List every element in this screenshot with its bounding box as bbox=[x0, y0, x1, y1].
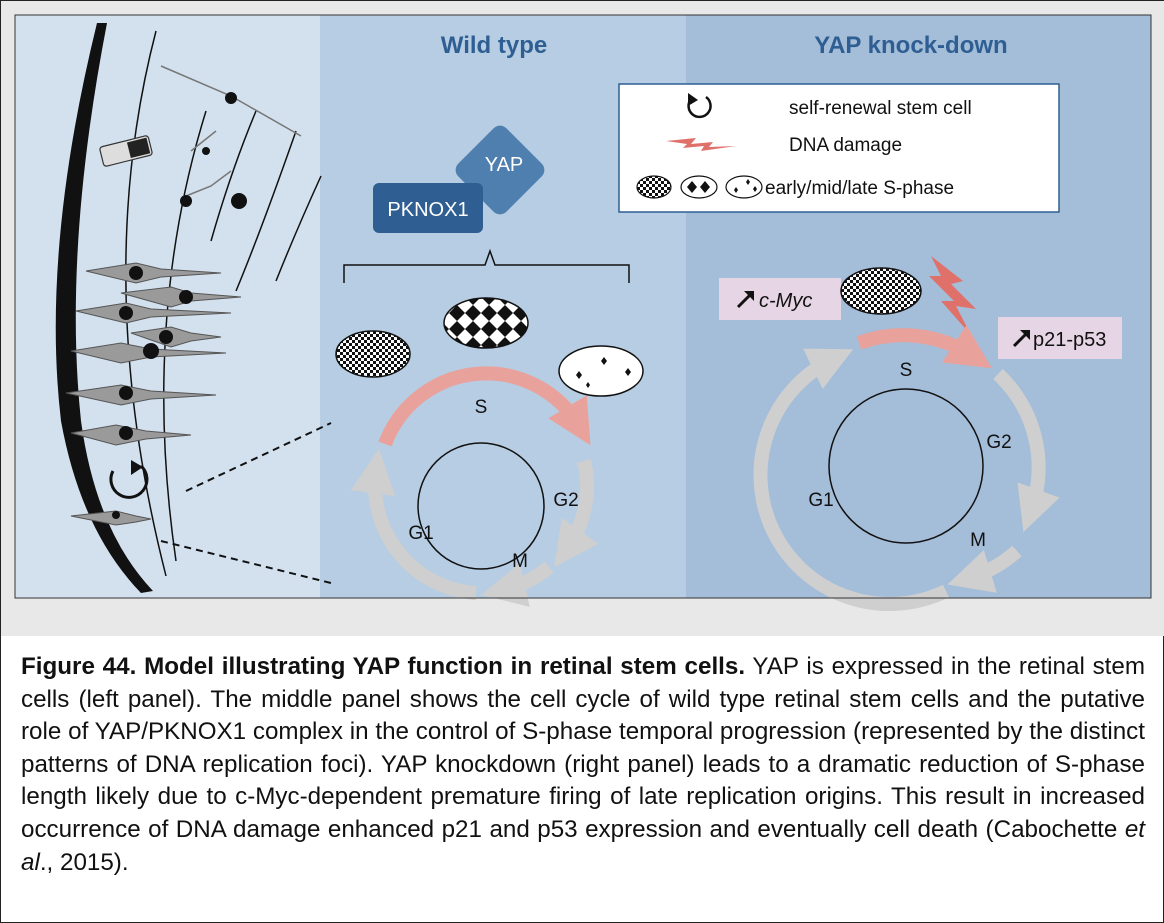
caption-title: Figure 44. Model illustrating YAP functi… bbox=[21, 653, 746, 680]
legend-s-phase: early/mid/late S-phase bbox=[765, 178, 954, 199]
figure-canvas: Wild type YAP PKNOX1 bbox=[14, 14, 1152, 612]
p21-p53-badge: p21-p53 bbox=[998, 317, 1122, 359]
up-arrow-icon-2 bbox=[1012, 332, 1028, 348]
late-s-phase-icon bbox=[725, 175, 763, 199]
kd-dna-damage-icon bbox=[929, 256, 976, 335]
kd-g1-label: G1 bbox=[808, 490, 833, 511]
knockdown-cell-cycle: S G2 M G1 bbox=[753, 325, 1060, 612]
p21-p53-label: p21-p53 bbox=[1033, 329, 1106, 351]
caption-citation-end: ., 2015). bbox=[39, 848, 129, 876]
kd-m-label: M bbox=[970, 530, 986, 551]
figure-caption: Figure 44. Model illustrating YAP functi… bbox=[21, 651, 1145, 879]
early-s-phase-cell bbox=[335, 330, 411, 378]
pknox1-label: PKNOX1 bbox=[387, 199, 468, 221]
knockdown-title: YAP knock-down bbox=[814, 32, 1007, 59]
cmyc-badge: c-Myc bbox=[719, 278, 841, 320]
caption-et-al: et al bbox=[21, 815, 1145, 876]
late-s-phase-cell bbox=[558, 345, 644, 397]
caption-body: YAP is expressed in the retinal stem cel… bbox=[21, 653, 1145, 843]
kd-g2-label: G2 bbox=[986, 432, 1011, 453]
mid-s-phase-icon bbox=[680, 175, 718, 199]
wt-s-label: S bbox=[475, 397, 488, 418]
dna-damage-icon bbox=[666, 138, 736, 151]
wt-m-label: M bbox=[512, 551, 528, 572]
kd-early-s-phase-cell bbox=[840, 267, 922, 315]
wt-g2-label: G2 bbox=[553, 490, 578, 511]
mid-s-phase-cell bbox=[443, 297, 529, 349]
early-s-phase-icon bbox=[636, 175, 672, 199]
wild-type-title: Wild type bbox=[441, 32, 547, 59]
yap-pknox1-complex: YAP PKNOX1 bbox=[373, 125, 545, 233]
legend-box: self-renewal stem cell DNA damage early/… bbox=[618, 83, 1060, 213]
up-arrow-icon bbox=[736, 293, 752, 309]
legend-self-renewal: self-renewal stem cell bbox=[789, 98, 972, 119]
legend-dna-damage: DNA damage bbox=[789, 135, 902, 156]
kd-s-label: S bbox=[900, 360, 913, 381]
complex-bracket bbox=[343, 248, 630, 283]
retina-section bbox=[55, 23, 332, 593]
yap-label: YAP bbox=[485, 154, 524, 176]
wild-type-cell-cycle: S G2 M G1 bbox=[350, 366, 599, 607]
cmyc-label: c-Myc bbox=[759, 290, 812, 312]
wt-g1-label: G1 bbox=[408, 523, 433, 544]
figure-graphic: Wild type YAP PKNOX1 bbox=[1, 1, 1164, 636]
